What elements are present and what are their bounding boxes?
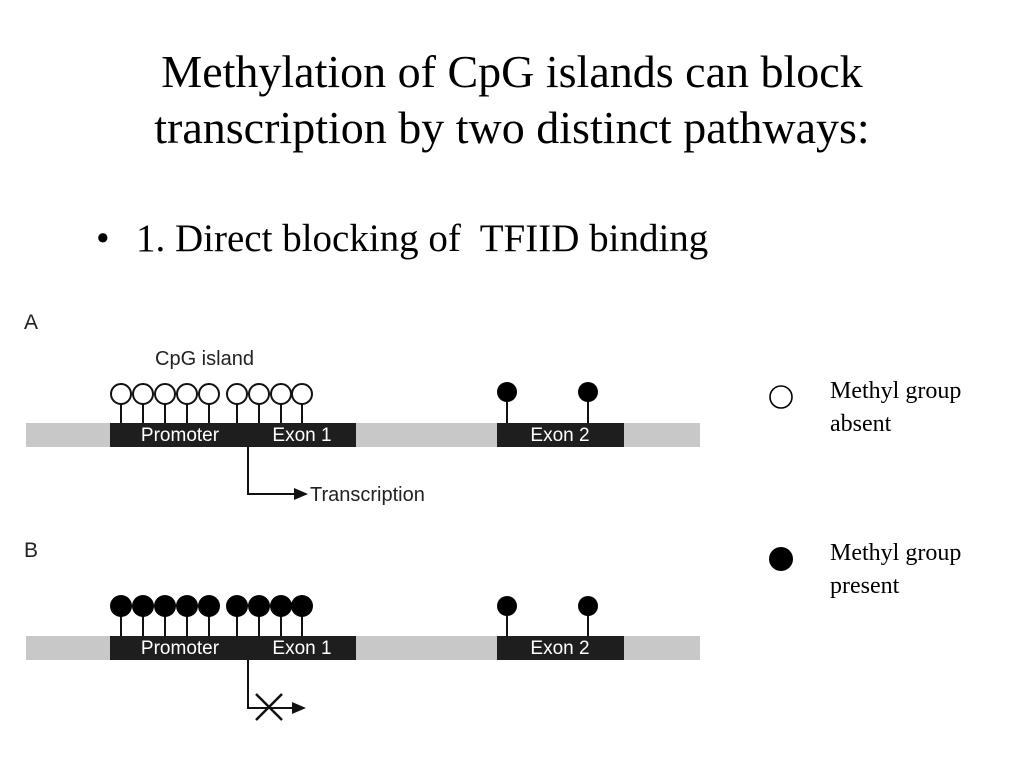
- legend-absent-line-1: Methyl group: [830, 378, 962, 404]
- methyl-absent-icon: [226, 383, 248, 405]
- exon2-label-b: Exon 2: [530, 638, 589, 659]
- promoter-label-b: Promoter: [141, 638, 220, 659]
- panel-a-letter: A: [24, 311, 38, 334]
- methyl-absent-icon: [291, 383, 313, 405]
- methyl-absent-icon: [176, 383, 198, 405]
- methyl-present-icon: [270, 595, 292, 617]
- methyl-absent-icon: [270, 383, 292, 405]
- legend-methyl-present-icon: [769, 547, 793, 571]
- legend-absent-text: Methyl group absent: [830, 375, 961, 441]
- methyl-absent-icon: [110, 383, 132, 405]
- legend: [769, 385, 793, 571]
- legend-absent-line-2: absent: [830, 411, 892, 437]
- methyl-sites-b-exon2: [497, 596, 598, 636]
- panel-a: A CpG island: [24, 311, 700, 506]
- promoter-exon1-box-a: [110, 423, 356, 447]
- methyl-present-icon: [497, 596, 517, 616]
- cpg-island-label: CpG island: [155, 348, 254, 370]
- methyl-absent-icon: [132, 383, 154, 405]
- title-line-1: Methylation of CpG islands can block: [161, 46, 863, 97]
- methyl-absent-icon: [248, 383, 270, 405]
- legend-methyl-absent-icon: [769, 385, 793, 409]
- transcription-label: Transcription: [310, 484, 425, 506]
- methylation-diagram: A CpG island: [24, 311, 793, 721]
- legend-present-line-2: present: [830, 573, 900, 599]
- title-line-2: transcription by two distinct pathways:: [154, 102, 870, 153]
- methyl-absent-icon: [154, 383, 176, 405]
- methyl-present-icon: [132, 595, 154, 617]
- methyl-sites-a-exon2: [497, 382, 598, 423]
- methyl-present-icon: [154, 595, 176, 617]
- slide-title: Methylation of CpG islands can block tra…: [0, 44, 1024, 156]
- promoter-label-a: Promoter: [141, 425, 220, 446]
- blocked-transcription-arrow: [247, 660, 306, 721]
- transcription-arrow: [247, 447, 308, 500]
- exon2-label-a: Exon 2: [530, 425, 589, 446]
- methyl-present-icon: [578, 382, 598, 402]
- panel-b: B Promot: [24, 539, 700, 721]
- bullet-item: • 1. Direct blocking of TFIID binding: [96, 214, 708, 264]
- legend-present-text: Methyl group present: [830, 537, 961, 603]
- methyl-sites-b-methylated: [110, 595, 313, 636]
- exon1-label-a: Exon 1: [272, 425, 331, 446]
- bullet-text: 1. Direct blocking of TFIID binding: [136, 217, 709, 260]
- methyl-present-icon: [248, 595, 270, 617]
- methyl-present-icon: [226, 595, 248, 617]
- methyl-present-icon: [578, 596, 598, 616]
- methyl-present-icon: [497, 382, 517, 402]
- panel-b-letter: B: [24, 539, 38, 562]
- exon2-box-a: [497, 423, 624, 447]
- methyl-present-icon: [176, 595, 198, 617]
- exon1-label-b: Exon 1: [272, 638, 331, 659]
- exon2-box-b: [497, 636, 624, 660]
- methyl-present-icon: [291, 595, 313, 617]
- legend-present-line-1: Methyl group: [830, 540, 962, 566]
- methyl-absent-icon: [198, 383, 220, 405]
- bullet-marker: •: [96, 217, 110, 260]
- block-x-icon: [255, 693, 283, 721]
- promoter-exon1-box-b: [110, 636, 356, 660]
- methyl-sites-a-unmethylated: [110, 383, 313, 423]
- methyl-present-icon: [198, 595, 220, 617]
- methyl-present-icon: [110, 595, 132, 617]
